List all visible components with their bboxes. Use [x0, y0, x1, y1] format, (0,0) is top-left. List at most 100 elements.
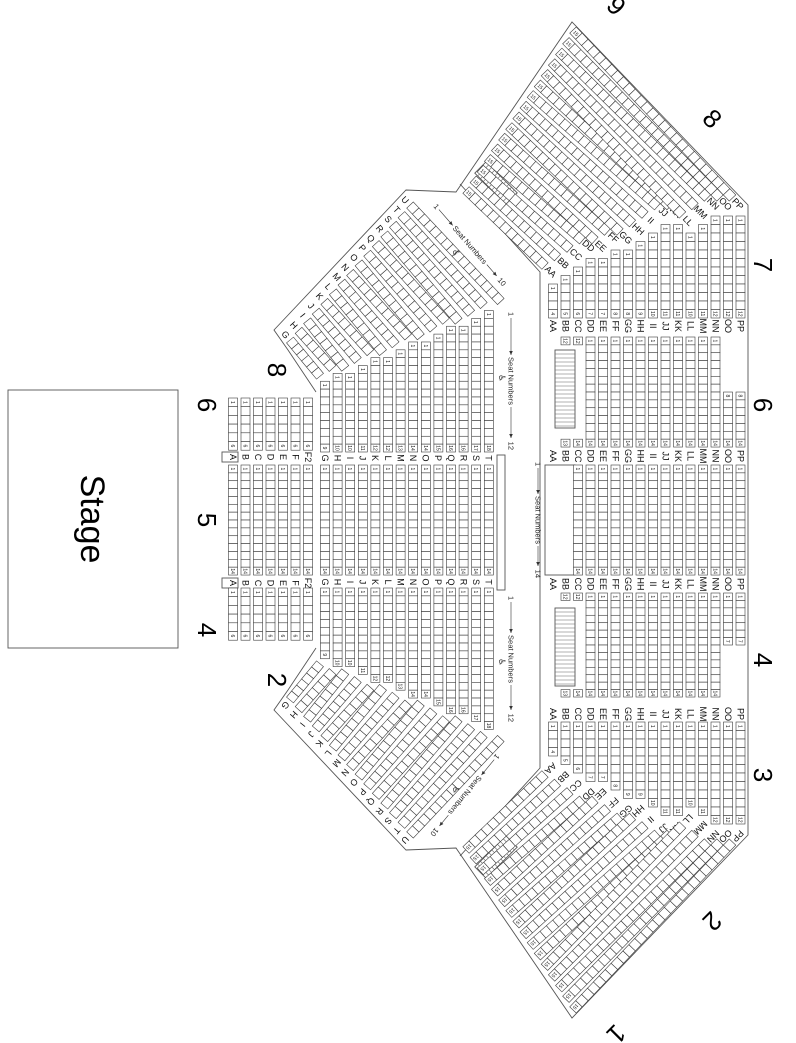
seat[interactable]: [635, 551, 646, 560]
seat[interactable]: [228, 605, 238, 615]
seat[interactable]: [357, 380, 368, 390]
seat[interactable]: [660, 747, 671, 757]
seat[interactable]: [735, 730, 746, 740]
seat[interactable]: [648, 666, 658, 676]
seat[interactable]: [278, 423, 288, 434]
seat[interactable]: [483, 435, 494, 445]
seat[interactable]: [446, 543, 456, 552]
seat[interactable]: [420, 658, 431, 667]
seat[interactable]: [332, 428, 343, 437]
seat[interactable]: [548, 747, 558, 757]
seat[interactable]: [458, 373, 469, 382]
seat[interactable]: [635, 391, 646, 401]
seat[interactable]: [660, 519, 671, 529]
seat[interactable]: [420, 551, 431, 560]
seat[interactable]: [610, 496, 621, 505]
seat[interactable]: [585, 600, 596, 609]
seat[interactable]: [585, 622, 596, 631]
seat[interactable]: [723, 551, 733, 560]
seat[interactable]: [483, 388, 494, 398]
seat[interactable]: [433, 503, 444, 513]
seat[interactable]: [698, 622, 708, 631]
seat[interactable]: [240, 527, 251, 537]
seat[interactable]: [710, 488, 721, 497]
seat[interactable]: [673, 472, 683, 482]
seat[interactable]: [265, 480, 276, 489]
seat[interactable]: [585, 266, 596, 276]
seat[interactable]: [420, 674, 431, 683]
seat[interactable]: [585, 352, 596, 361]
seat[interactable]: [610, 431, 621, 440]
seat[interactable]: [648, 360, 658, 369]
seat[interactable]: [648, 614, 658, 624]
seat[interactable]: [735, 764, 746, 774]
seat[interactable]: [735, 511, 746, 521]
seat[interactable]: [710, 275, 721, 285]
seat[interactable]: [240, 613, 251, 624]
seat[interactable]: [265, 622, 276, 632]
seat[interactable]: [585, 480, 596, 489]
seat[interactable]: [303, 709, 317, 723]
seat[interactable]: [598, 614, 608, 624]
seat[interactable]: [471, 357, 482, 366]
seat[interactable]: [598, 689, 608, 698]
seat[interactable]: [598, 600, 608, 609]
seat[interactable]: [660, 730, 671, 740]
seat[interactable]: [383, 519, 393, 529]
seat[interactable]: [685, 472, 696, 482]
seat[interactable]: [278, 566, 288, 576]
seat[interactable]: [698, 730, 708, 740]
seat[interactable]: [610, 535, 621, 544]
seat[interactable]: [635, 738, 646, 748]
seat[interactable]: [735, 789, 746, 799]
seat[interactable]: [370, 611, 381, 620]
seat[interactable]: [648, 407, 658, 416]
seat[interactable]: [446, 388, 456, 398]
seat[interactable]: [598, 480, 608, 489]
seat[interactable]: [660, 407, 671, 416]
seat[interactable]: [623, 644, 633, 653]
seat[interactable]: [433, 642, 444, 652]
seat[interactable]: [408, 388, 419, 398]
seat[interactable]: [660, 559, 671, 568]
seat[interactable]: [320, 566, 330, 576]
seat[interactable]: [685, 607, 696, 616]
seat[interactable]: [320, 435, 330, 445]
seat[interactable]: [685, 614, 696, 624]
seat[interactable]: [383, 611, 393, 620]
seat[interactable]: [357, 619, 368, 628]
seat[interactable]: [471, 634, 482, 644]
seat[interactable]: [598, 652, 608, 661]
seat[interactable]: [735, 738, 746, 748]
seat[interactable]: [573, 480, 583, 489]
seat[interactable]: [610, 399, 621, 409]
seat[interactable]: [290, 432, 301, 442]
seat[interactable]: [673, 600, 683, 609]
seat[interactable]: [458, 365, 469, 374]
seat[interactable]: [483, 642, 494, 652]
seat[interactable]: [408, 666, 419, 675]
seat[interactable]: [560, 592, 571, 601]
seat[interactable]: [710, 755, 721, 765]
seat[interactable]: [685, 266, 696, 276]
seat[interactable]: [698, 344, 708, 354]
seat[interactable]: [685, 600, 696, 609]
seat[interactable]: [648, 266, 658, 276]
seat[interactable]: [635, 309, 646, 319]
seat[interactable]: [371, 786, 386, 800]
seat[interactable]: [446, 420, 456, 429]
seat[interactable]: [303, 519, 313, 529]
seat[interactable]: [648, 488, 658, 497]
seat[interactable]: [320, 496, 330, 505]
seat[interactable]: [278, 511, 288, 521]
seat[interactable]: [735, 566, 746, 576]
seat[interactable]: [710, 607, 721, 616]
seat[interactable]: [698, 292, 708, 302]
seat[interactable]: [598, 527, 608, 537]
seat[interactable]: [685, 543, 696, 552]
seat[interactable]: [433, 428, 444, 437]
seat[interactable]: [320, 626, 330, 636]
seat[interactable]: [623, 496, 633, 505]
seat[interactable]: [635, 438, 646, 448]
seat[interactable]: [370, 388, 381, 398]
